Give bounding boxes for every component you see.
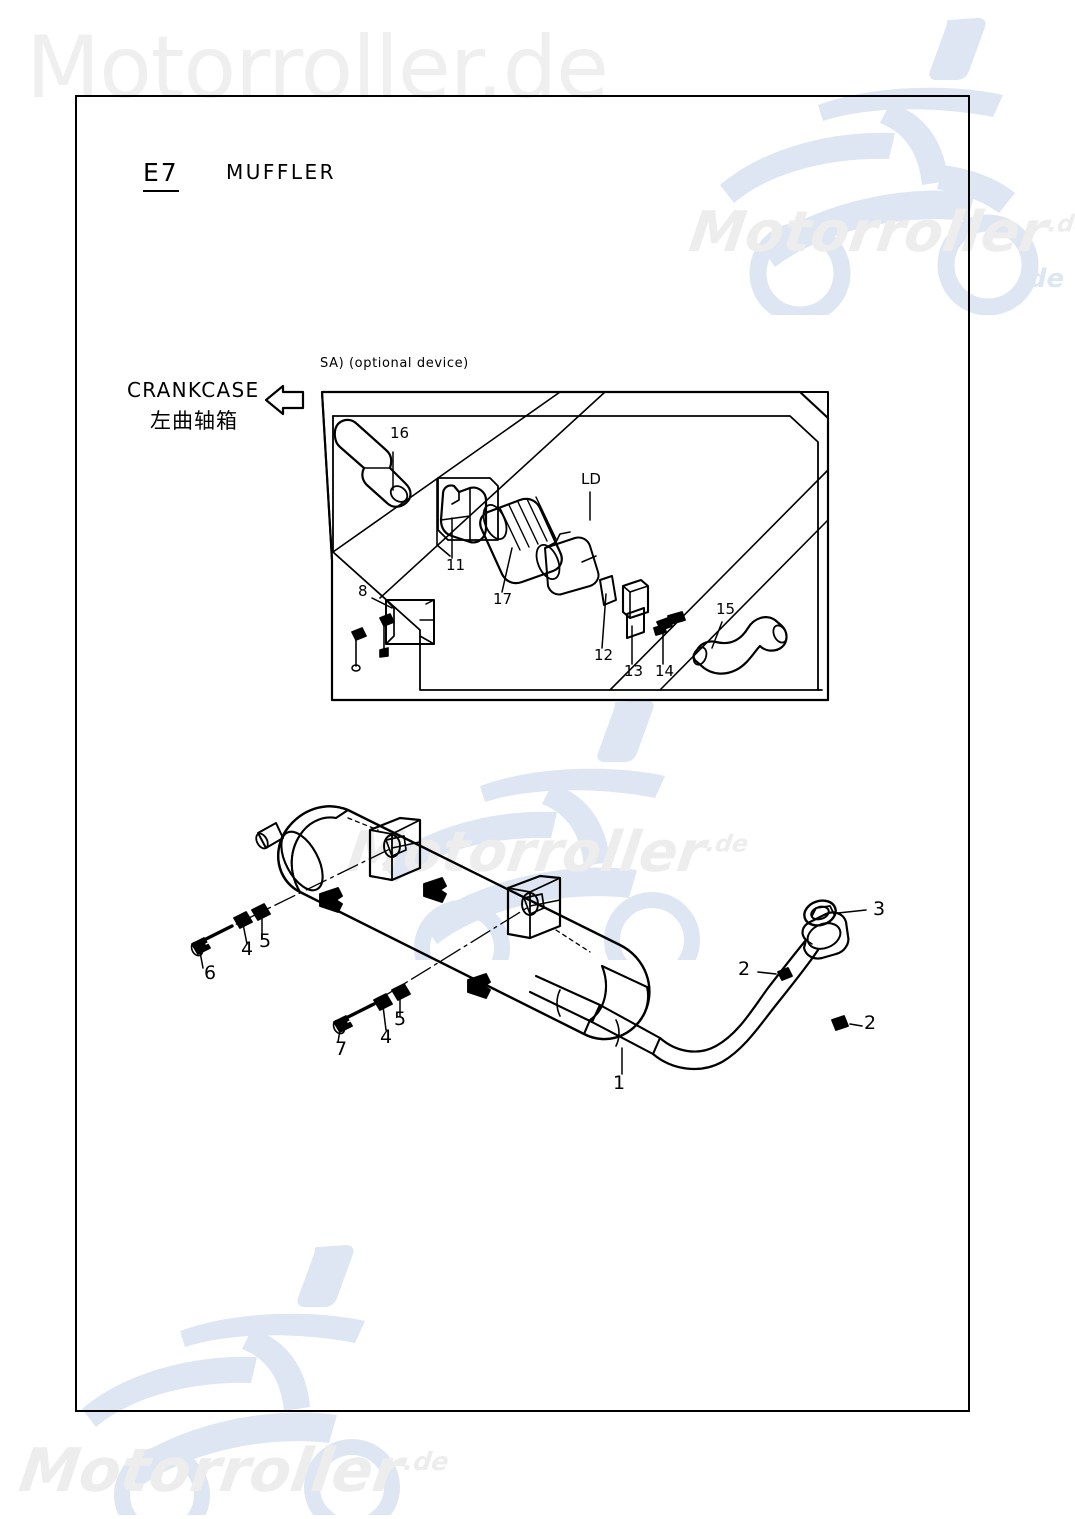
callout-11: 11 [446,556,466,574]
callout-4-upper: 4 [241,938,254,960]
callout-4-lower: 4 [380,1026,393,1048]
crankcase-label-en: CRANKCASE [127,378,260,402]
callout-5-lower: 5 [394,1008,407,1030]
callout-15: 15 [716,600,736,618]
callout-8: 8 [358,582,368,600]
crankcase-label-cn: 左曲轴箱 [150,409,238,433]
callout-12: 12 [594,646,614,664]
optional-device-label: SA) (optional device) [320,356,469,371]
callout-1: 1 [613,1072,626,1094]
callout-10: LD [581,470,601,488]
svg-text:.de: .de [1018,264,1064,294]
callout-13: 13 [624,662,644,680]
callout-5-upper: 5 [259,930,272,952]
section-code: E7 [143,158,179,192]
callout-14: 14 [655,662,675,680]
callout-7: 7 [335,1038,348,1060]
callout-16: 16 [390,424,410,442]
watermark-bottom: Motorroller.de [15,1436,452,1506]
callout-17: 17 [493,590,513,608]
callout-3: 3 [873,898,886,920]
watermark-tld-right: .de [1046,209,1075,238]
page-title: MUFFLER [226,160,337,184]
watermark-tld-bottom: .de [401,1447,451,1476]
watermark-brand-bottom: Motorroller [15,1436,408,1506]
callout-2-upper: 2 [738,958,751,980]
callout-6: 6 [204,962,217,984]
callout-2-lower: 2 [864,1012,877,1034]
page-border-frame [75,95,970,1412]
